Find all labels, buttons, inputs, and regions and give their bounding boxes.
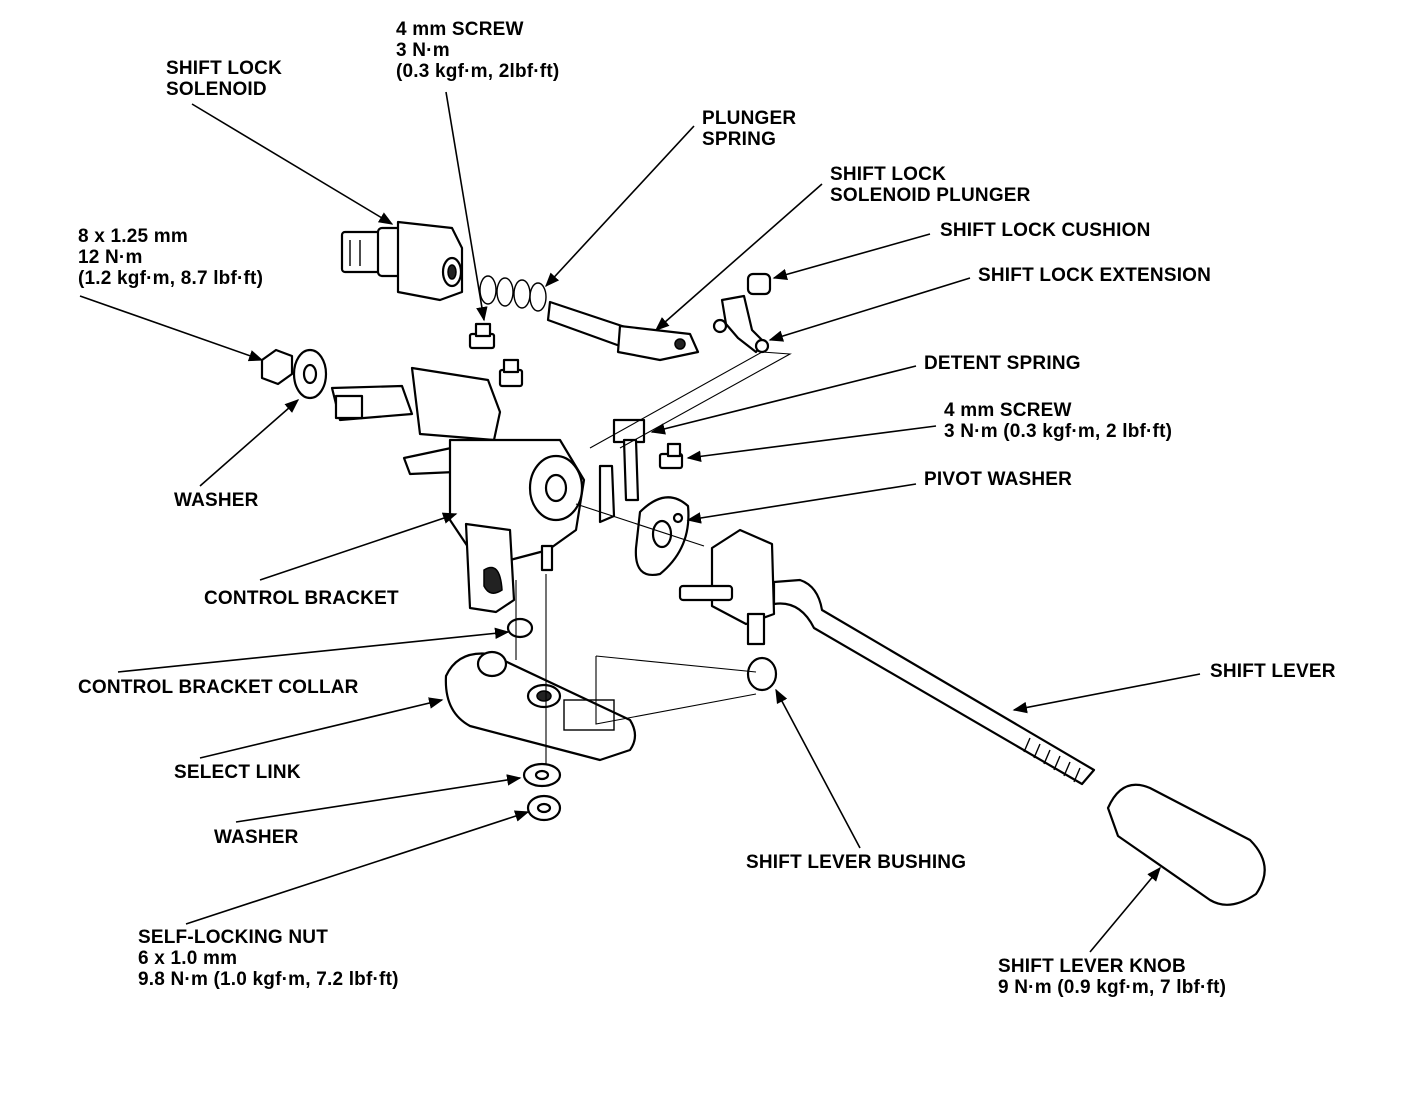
- shift-lever-bushing-part: [746, 656, 778, 692]
- alignment-lines: [515, 351, 792, 764]
- shift-lever-knob-part: [1106, 783, 1266, 906]
- pivot-washer-part: [634, 496, 690, 577]
- label-pivot-washer: PIVOT WASHER: [924, 469, 1073, 490]
- washer-bottom-part: [522, 762, 562, 788]
- shift-lever-part: [678, 528, 1096, 786]
- label-shift-lock-extension: SHIFT LOCK EXTENSION: [978, 265, 1212, 286]
- screw-top-part: [468, 322, 496, 350]
- solenoid-plunger-part: [546, 300, 700, 362]
- leader-arrows: [79, 91, 1201, 953]
- label-control-bracket-collar: CONTROL BRACKET COLLAR: [78, 677, 359, 698]
- control-bracket-part: [330, 358, 646, 614]
- control-bracket-collar-part: [506, 617, 534, 639]
- screw-mid-part: [658, 442, 684, 470]
- label-shift-lever-bushing: SHIFT LEVER BUSHING: [746, 852, 967, 873]
- label-shift-lever: SHIFT LEVER: [1210, 661, 1336, 682]
- shift-lock-cushion-part: [746, 272, 772, 296]
- nut-washer-left-part: [260, 348, 328, 400]
- label-washer-left: WASHER: [174, 490, 259, 511]
- label-washer-bottom: WASHER: [214, 827, 299, 848]
- label-control-bracket: CONTROL BRACKET: [204, 588, 399, 609]
- shift-lock-solenoid-part: [340, 220, 464, 302]
- self-locking-nut-part: [526, 794, 562, 822]
- shift-lock-extension-part: [712, 294, 770, 354]
- label-shift-lock-cushion: SHIFT LOCK CUSHION: [940, 220, 1151, 241]
- plunger-spring-part: [479, 275, 547, 312]
- select-link-part: [444, 650, 637, 762]
- label-detent-spring: DETENT SPRING: [924, 353, 1081, 374]
- label-select-link: SELECT LINK: [174, 762, 301, 783]
